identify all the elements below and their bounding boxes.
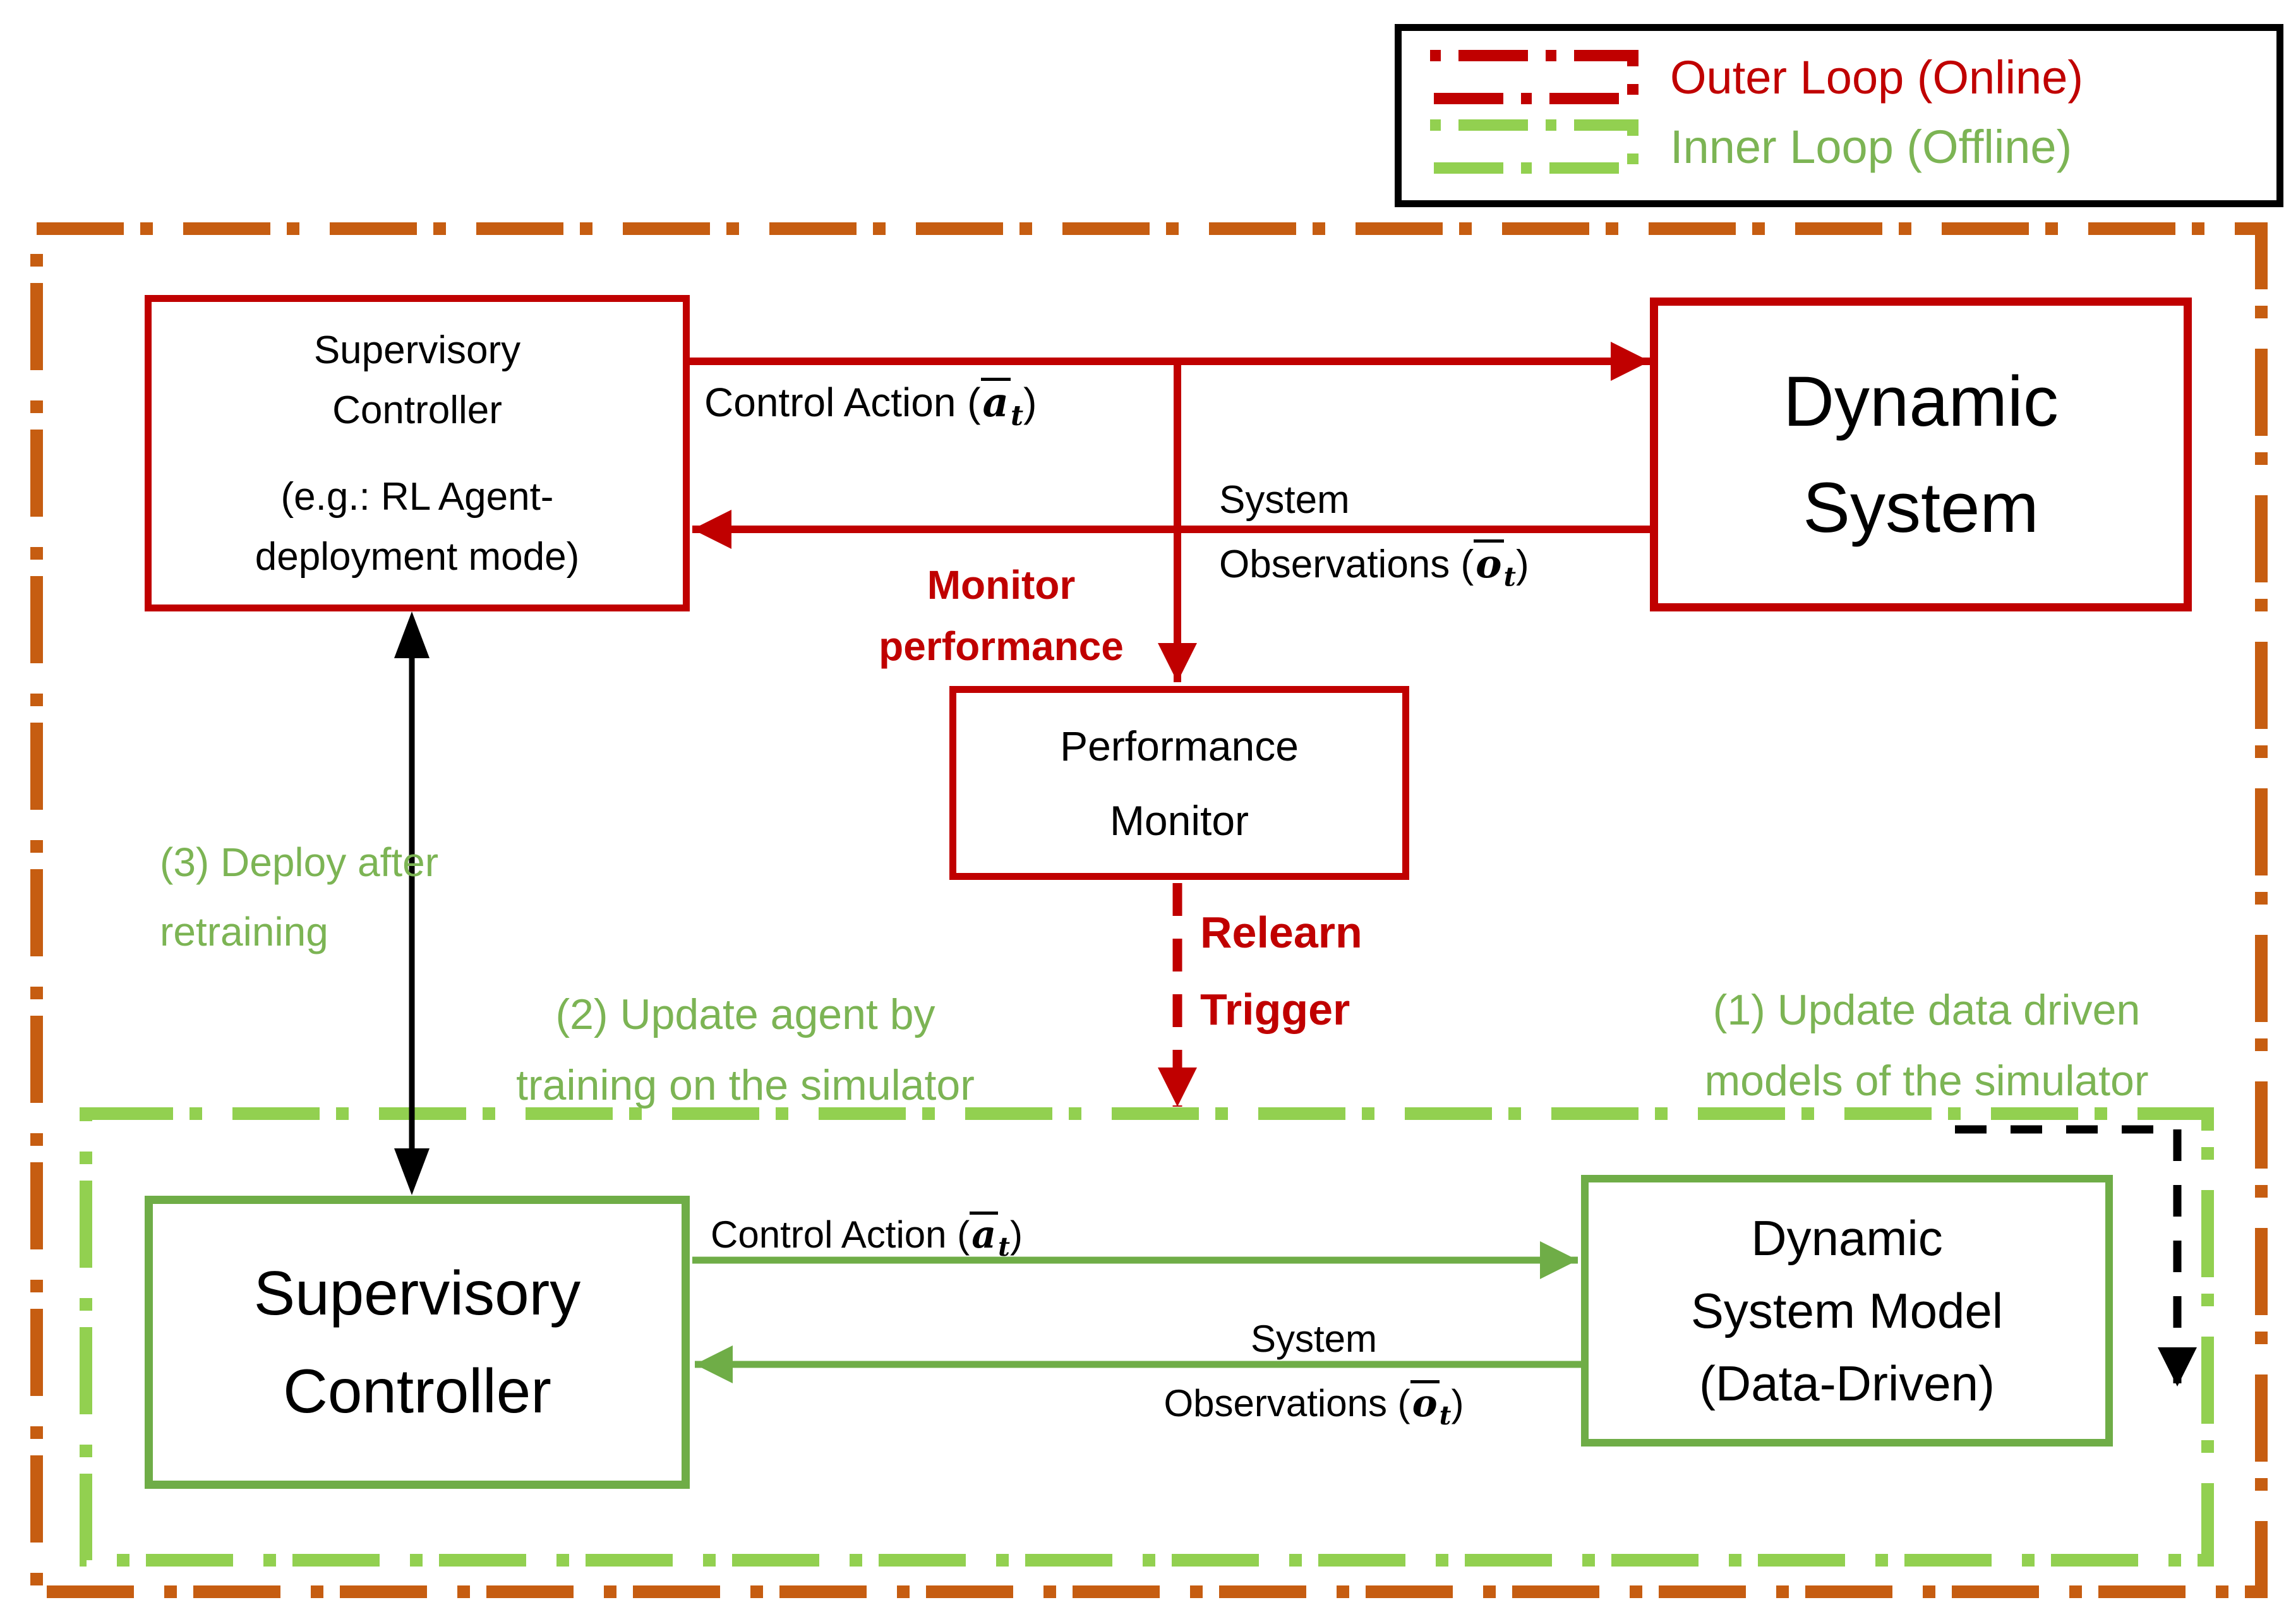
label-text: Relearn <box>1200 908 1362 957</box>
label-text: System <box>1250 1318 1378 1360</box>
control-action-label-offline: Control Action (at) <box>711 1212 1023 1260</box>
outer-loop-line-sample-icon <box>1430 50 1639 104</box>
box-line: System <box>1803 467 2039 547</box>
o-bar-symbol: ot <box>1410 1380 1452 1428</box>
box-line: (e.g.: RL Agent- <box>280 474 554 519</box>
label-text: (1) Update data driven <box>1712 986 2141 1034</box>
label-text: Observations ( <box>1219 543 1474 586</box>
box-line: deployment mode) <box>255 534 580 579</box>
label-text: Trigger <box>1200 985 1350 1034</box>
a-bar-symbol: at <box>970 1212 1010 1260</box>
box-line: Supervisory <box>313 328 521 372</box>
control-action-label-online: Control Action (at) <box>704 378 1037 430</box>
label-text: ) <box>1516 543 1529 586</box>
monitor-performance-label: Monitor performance <box>834 555 1169 677</box>
model-update-dashed-arrow <box>1955 1125 2197 1386</box>
label-text: (2) Update agent by <box>555 990 935 1038</box>
deploy-after-retraining-label: (3) Deploy after retraining <box>160 827 438 966</box>
dynamic-system-box: Dynamic System <box>1650 298 2192 611</box>
a-bar-symbol: at <box>980 378 1023 430</box>
box-line: System Model <box>1690 1282 2004 1338</box>
system-observations-label-online-line2: Observations (ot) <box>1219 539 1529 589</box>
outer-loop-border <box>30 222 2268 1598</box>
box-line: Supervisory <box>253 1258 581 1328</box>
legend-inner-label: Inner Loop (Offline) <box>1670 120 2072 173</box>
box-line: Controller <box>332 388 502 432</box>
legend: Outer Loop (Online) Inner Loop (Offline) <box>1395 24 2283 207</box>
supervisory-controller-offline-box: Supervisory Controller <box>145 1196 690 1489</box>
label-text: performance <box>879 623 1124 669</box>
label-text: Control Action ( <box>711 1213 970 1256</box>
deploy-double-arrow <box>394 611 430 1195</box>
label-text: retraining <box>160 909 328 954</box>
inner-loop-line-sample-icon <box>1430 119 1639 174</box>
label-text: ) <box>1023 380 1037 425</box>
label-text: ) <box>1009 1213 1023 1256</box>
label-text: Monitor <box>927 562 1076 608</box>
label-text: (3) Deploy after <box>160 839 439 885</box>
label-text: training on the simulator <box>516 1061 975 1109</box>
update-agent-label: (2) Update agent by training on the simu… <box>392 979 1099 1121</box>
box-line: (Data-Driven) <box>1699 1355 1995 1411</box>
box-line: Dynamic <box>1751 1210 1943 1266</box>
o-bar-symbol: ot <box>1474 539 1516 589</box>
label-text: System <box>1219 478 1350 522</box>
legend-row-outer: Outer Loop (Online) <box>1428 42 2083 112</box>
relearn-trigger-label: Relearn Trigger <box>1200 894 1362 1048</box>
inner-loop-border <box>80 1107 2214 1567</box>
box-line: Dynamic <box>1783 361 2059 441</box>
performance-monitor-box: Performance Monitor <box>949 686 1409 880</box>
system-observations-label-offline-line1: System <box>1112 1317 1516 1361</box>
system-observations-label-offline-line2: Observations (ot) <box>1112 1380 1516 1428</box>
box-line: Controller <box>283 1356 551 1426</box>
label-text: Control Action ( <box>704 380 981 425</box>
legend-row-inner: Inner Loop (Offline) <box>1428 112 2072 181</box>
supervisory-controller-online-box: Supervisory Controller (e.g.: RL Agent- … <box>145 295 690 611</box>
legend-outer-label: Outer Loop (Online) <box>1670 51 2084 104</box>
label-text: models of the simulator <box>1704 1057 2149 1105</box>
update-models-label: (1) Update data driven models of the sim… <box>1630 975 2223 1116</box>
system-observations-label-online-line1: System <box>1219 478 1350 522</box>
label-text: Observations ( <box>1164 1382 1410 1424</box>
label-text: ) <box>1451 1382 1464 1424</box>
box-line: Performance <box>1060 722 1299 769</box>
dynamic-system-model-box: Dynamic System Model (Data-Driven) <box>1581 1175 2113 1447</box>
box-line: Monitor <box>1109 797 1249 844</box>
